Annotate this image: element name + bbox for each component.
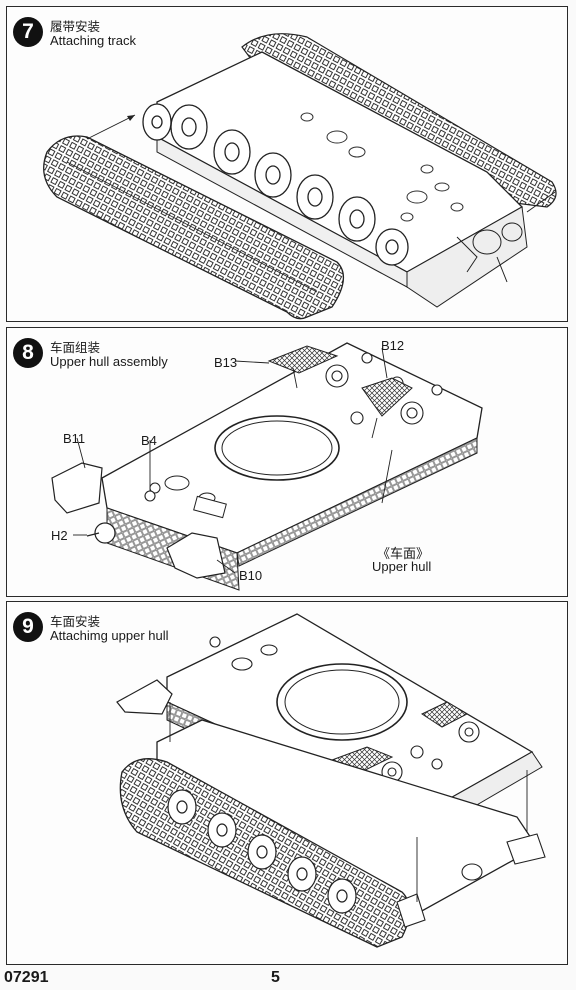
- step-title-cn: 履带安装: [50, 20, 101, 34]
- step-8-panel: 8 车面组装 Upper hull assembly: [6, 327, 568, 597]
- step-title-cn: 车面安装: [50, 615, 101, 629]
- far-track: [241, 33, 557, 208]
- page-number: 5: [271, 969, 280, 986]
- part-b10: [166, 532, 226, 579]
- step-title-en: Upper hull assembly: [50, 354, 168, 369]
- label-upper-hull-cn: 《车面》: [377, 546, 430, 561]
- road-wheels: [167, 789, 357, 914]
- turret-ring: [214, 415, 340, 481]
- label-b13: B13: [214, 355, 238, 370]
- label-upper-hull-en: Upper hull: [372, 559, 432, 574]
- step-title-cn: 车面组装: [50, 341, 101, 355]
- label-b11: B11: [63, 431, 86, 446]
- grille-b12: [361, 377, 413, 417]
- step-title-en: Attaching track: [50, 33, 136, 48]
- label-h2: H2: [51, 528, 68, 543]
- step-number: 7: [13, 17, 43, 47]
- step-9-panel: 9 车面安装 Attachimg upper hull: [6, 601, 568, 965]
- label-b10: B10: [239, 568, 263, 583]
- step-number: 9: [13, 612, 43, 642]
- step-7-panel: 7 履带安装 Attaching track: [6, 6, 568, 322]
- upper-hull-assembly-illustration: [51, 342, 483, 591]
- label-b4: B4: [141, 433, 157, 448]
- attaching-track-illustration: [43, 33, 557, 320]
- part-h2: [94, 522, 116, 544]
- label-b12: B12: [381, 338, 405, 353]
- part-b4: [144, 490, 156, 502]
- part-b11: [51, 462, 103, 514]
- grille-b13: [267, 345, 339, 374]
- turret-ring: [276, 663, 408, 741]
- product-code: 07291: [4, 969, 49, 986]
- step-number: 8: [13, 338, 43, 368]
- step-title-en: Attachimg upper hull: [50, 628, 169, 643]
- attaching-upper-hull-illustration: [116, 613, 546, 948]
- road-wheels: [142, 103, 409, 266]
